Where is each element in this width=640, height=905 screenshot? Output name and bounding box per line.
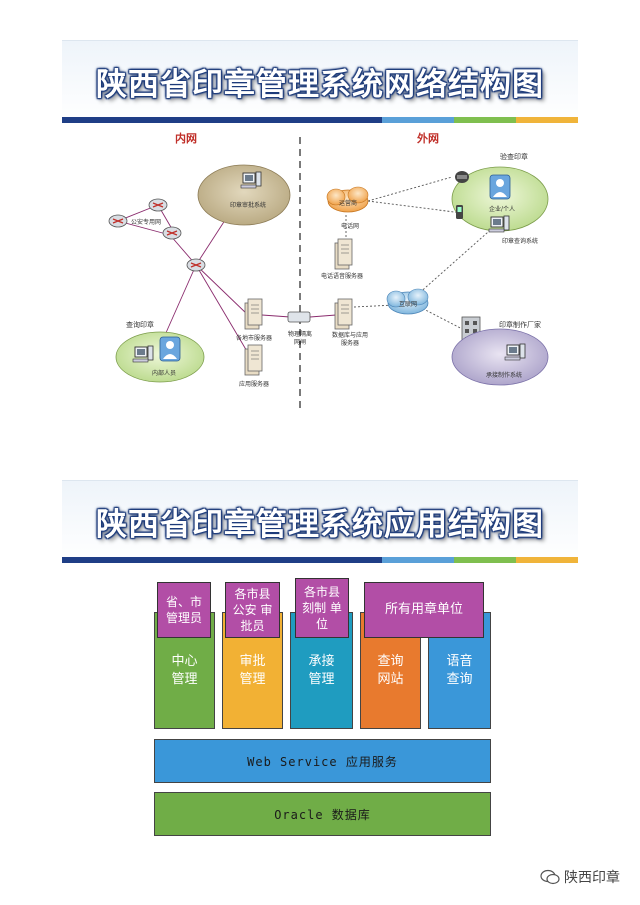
- internet-cloud: [386, 288, 429, 315]
- computer-icon: [132, 345, 154, 363]
- verify-seal-label: 验查印章: [500, 152, 528, 161]
- enterprise-label: 企业/个人: [489, 205, 515, 213]
- module-label: 语音 查询: [446, 654, 473, 687]
- manufacturer-zone: [451, 328, 549, 386]
- module-label: 查询 网站: [377, 654, 404, 687]
- manufacturer-label: 印章制作厂家: [499, 320, 541, 329]
- module-label: 中心 管理: [171, 654, 198, 687]
- internet-label: 互联网: [399, 300, 417, 308]
- phone-icon: [455, 171, 469, 183]
- gateway-label-line2: 网闸: [294, 338, 306, 346]
- app-server-label: 应用服务器: [239, 380, 269, 388]
- network-diagram: 内网 外网 印章审批系统 公安专用网 查询印章 内部人员 各地市服务器 应用: [108, 131, 549, 410]
- mobile-phone-icon: [456, 205, 463, 219]
- person-icon: [159, 336, 181, 362]
- module-label: 承接 管理: [308, 654, 335, 687]
- gateway-icon: [287, 311, 311, 323]
- seal-query-system-label: 印章查询系统: [502, 237, 538, 245]
- server-icon: [334, 238, 353, 270]
- application-title: 陕西省印章管理系统应用结构图: [96, 506, 544, 543]
- db-server-label-line2: 服务器: [341, 339, 359, 347]
- approval-system-zone: [197, 164, 291, 226]
- router-icon: [148, 198, 168, 212]
- computer-icon: [240, 171, 262, 189]
- user-box-all-units: 所有用章单位: [364, 582, 484, 638]
- router-icon: [108, 214, 128, 228]
- wechat-icon: [540, 869, 560, 885]
- laptop-icon: [488, 215, 510, 233]
- telecom-server-label: 电话语音服务器: [321, 272, 363, 280]
- watermark: 陕西印章: [540, 867, 620, 887]
- inner-network-label: 内网: [175, 131, 197, 145]
- telecom-label: 电话网: [341, 222, 359, 230]
- server-icon: [244, 298, 263, 330]
- web-service-layer: Web Service 应用服务: [154, 739, 491, 783]
- computer-icon: [504, 343, 526, 361]
- user-box-admin: 省、市 管理员: [157, 582, 211, 638]
- police-network-label: 公安专用网: [131, 218, 161, 226]
- database-layer: Oracle 数据库: [154, 792, 491, 836]
- carrier-cloud: [326, 186, 369, 213]
- router-icon: [162, 226, 182, 240]
- db-server-label-line1: 数据库与应用: [332, 331, 368, 339]
- core-router-icon: [186, 258, 206, 272]
- approval-system-label: 印章审批系统: [230, 201, 266, 209]
- query-seal-label: 查询印章: [126, 320, 154, 329]
- watermark-text: 陕西印章: [564, 870, 620, 886]
- outer-network-label: 外网: [416, 131, 439, 145]
- gateway-label-line1: 物理隔离: [288, 330, 312, 338]
- user-box-approver: 各市县 公安 审批员: [225, 582, 280, 638]
- server-icon: [334, 298, 353, 330]
- module-label: 审批 管理: [239, 654, 266, 687]
- city-server-label: 各地市服务器: [236, 334, 272, 342]
- internal-office-label: 内部人员: [152, 369, 176, 377]
- application-title-bar: [62, 557, 578, 563]
- production-system-label: 承接制作系统: [486, 371, 522, 379]
- user-box-engraver: 各市县 刻制 单位: [295, 578, 349, 638]
- network-title: 陕西省印章管理系统网络结构图: [96, 66, 544, 103]
- person-icon: [489, 174, 511, 200]
- network-title-banner: 陕西省印章管理系统网络结构图: [62, 40, 578, 121]
- application-title-banner: 陕西省印章管理系统应用结构图: [62, 480, 578, 561]
- server-icon: [244, 344, 263, 376]
- carrier-label: 运营商: [339, 199, 357, 207]
- network-title-bar: [62, 117, 578, 123]
